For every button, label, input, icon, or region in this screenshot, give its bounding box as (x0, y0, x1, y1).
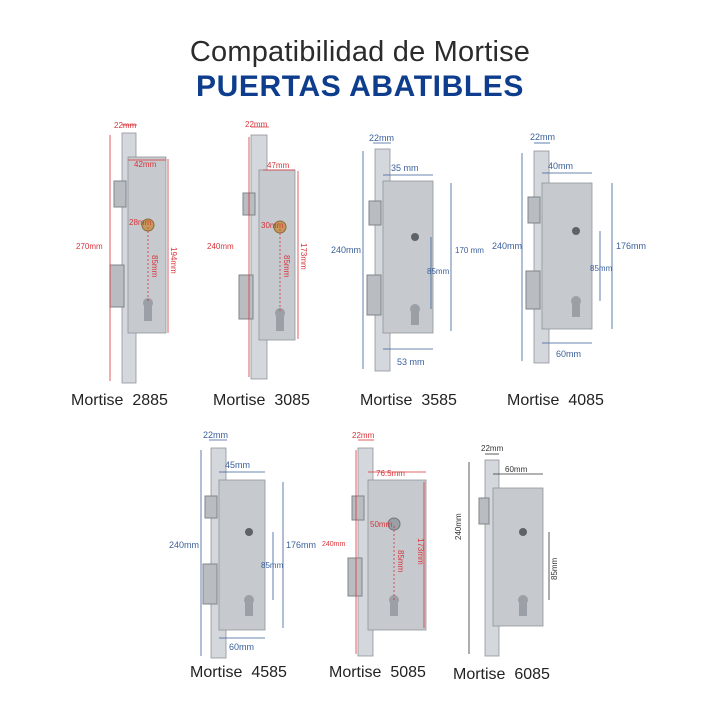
dim-center: 85mm (550, 557, 559, 580)
dim-body: 173mm (416, 538, 425, 565)
dim-center: 85mm (282, 255, 291, 278)
caption-5085: Mortise 5085 (329, 664, 426, 681)
dim-height: 240mm (331, 245, 361, 255)
dim-body: 173mm (299, 243, 308, 270)
dim-bottom: 60mm (556, 349, 581, 359)
page-subtitle: PUERTAS ABATIBLES (196, 70, 524, 103)
dim-body: 176mm (616, 241, 646, 251)
mortise-3585-diagram: 22mm 35 mm 240mm 170 mm 85mm 53 mm (331, 133, 484, 372)
dim-backset: 76.5mm (376, 469, 405, 478)
dim-height: 240mm (454, 513, 463, 540)
dim-height: 240mm (492, 241, 522, 251)
dim-height: 270mm (76, 242, 103, 251)
dim-top: 22mm (203, 430, 228, 440)
mortise-2885-diagram: 22mm 42mm 28mm 270mm 194mm 85mm (76, 121, 178, 384)
dim-small: 30mm (261, 221, 284, 230)
dim-top: 22mm (369, 133, 394, 143)
caption-6085: Mortise 6085 (453, 666, 550, 683)
dim-bottom: 53 mm (397, 357, 425, 367)
dim-small: 50mm (370, 520, 393, 529)
dim-backset: 42mm (134, 160, 157, 169)
dim-height: 240mm (169, 540, 199, 550)
dim-center: 85mm (150, 255, 159, 278)
dim-center: 85mm (261, 561, 284, 570)
caption-3585: Mortise 3585 (360, 392, 457, 409)
dim-height: 240mm (322, 541, 346, 548)
dim-top: 22mm (530, 132, 555, 142)
dim-top: 22mm (114, 121, 137, 130)
dim-center: 85mm (590, 264, 613, 273)
dim-backset: 40mm (548, 161, 573, 171)
mortise-6085-diagram: 22mm 60mm 240mm 85mm (454, 444, 559, 657)
dim-body: 170 mm (455, 246, 484, 255)
dim-center: 85mm (396, 550, 405, 573)
dim-height: 240mm (207, 242, 234, 251)
dim-backset: 45mm (225, 460, 250, 470)
mortise-3085-diagram: 22mm 47mm 30mm 240mm 173mm 85mm (207, 120, 308, 380)
page-title: Compatibilidad de Mortise (189, 36, 531, 68)
caption-4085: Mortise 4085 (507, 392, 604, 409)
mortise-5085-diagram: 22mm 76.5mm 50mm 240mm 173mm 85mm (322, 431, 427, 657)
caption-3085: Mortise 3085 (213, 392, 310, 409)
dim-backset: 60mm (505, 465, 528, 474)
dim-top: 22mm (352, 431, 375, 440)
caption-2885: Mortise 2885 (71, 392, 168, 409)
caption-4585: Mortise 4585 (190, 664, 287, 681)
dim-backset: 35 mm (391, 163, 419, 173)
dim-body: 176mm (286, 540, 316, 550)
dim-top: 22mm (245, 120, 268, 129)
dim-center: 85mm (427, 267, 450, 276)
mortise-4085-diagram: 22mm 40mm 240mm 176mm 85mm 60mm (492, 132, 646, 364)
dim-small: 28mm (129, 218, 152, 227)
mortise-4585-diagram: 22mm 45mm 240mm 176mm 85mm 60mm (169, 430, 316, 659)
dim-top: 22mm (481, 444, 504, 453)
dim-bottom: 60mm (229, 642, 254, 652)
dim-body: 194mm (169, 247, 178, 274)
dim-backset: 47mm (267, 161, 290, 170)
